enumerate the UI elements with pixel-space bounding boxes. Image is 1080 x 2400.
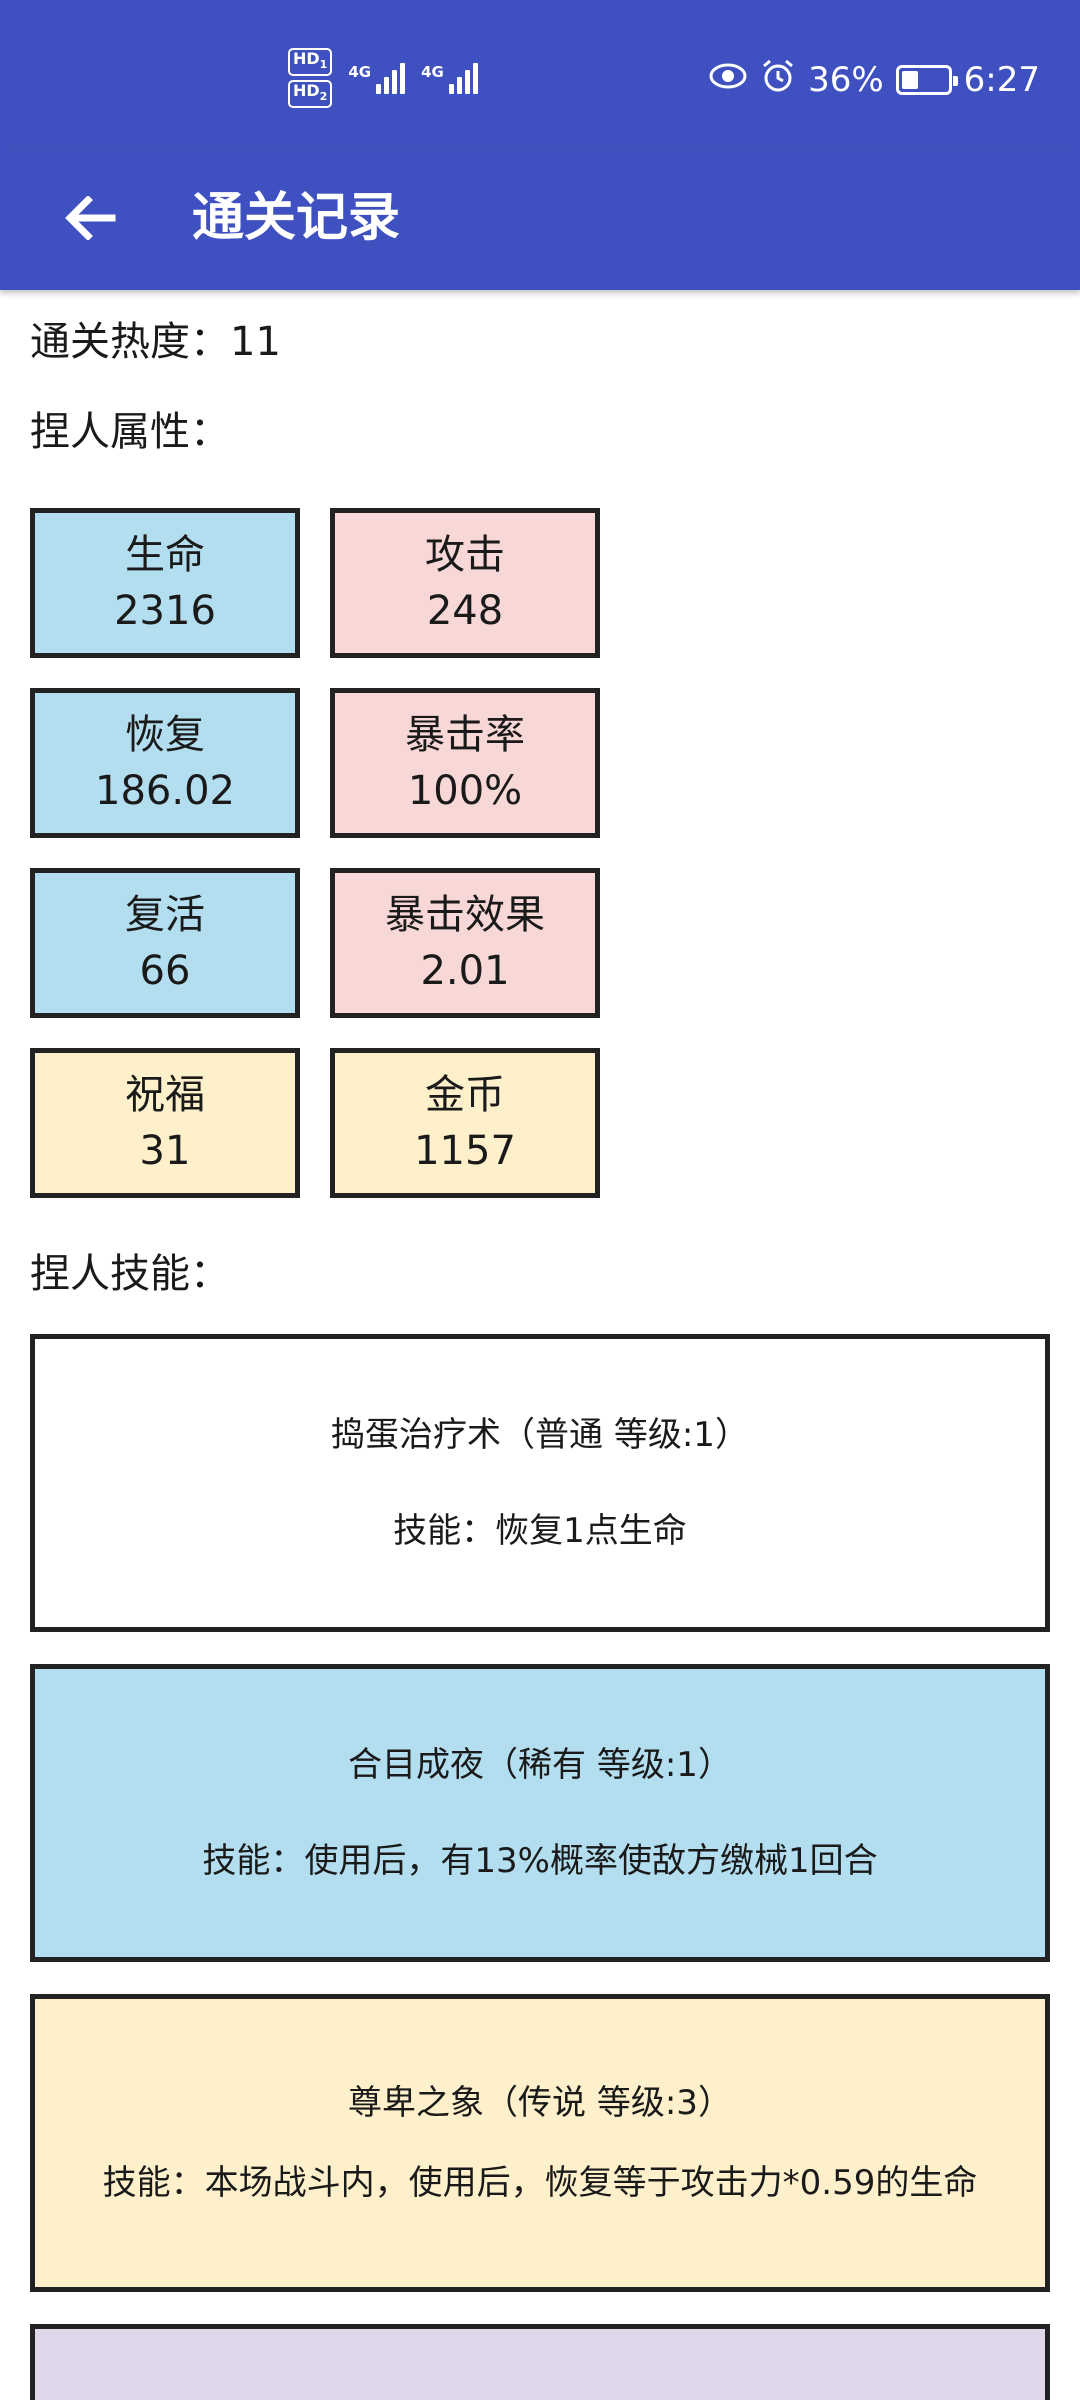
attribute-card-attack: 攻击 248 — [330, 508, 600, 658]
battery-level — [901, 71, 918, 89]
hd-badges: HD1 HD2 — [288, 47, 333, 109]
skill-description: 技能：本场战斗内，使用后，恢复等于攻击力*0.59的生命 — [102, 2163, 978, 2203]
attribute-card-revive: 复活 66 — [30, 868, 300, 1018]
signal2-icon: 4G — [421, 62, 478, 94]
eye-icon — [708, 60, 748, 100]
attribute-card-life: 生命 2316 — [30, 508, 300, 658]
attribute-value: 248 — [426, 588, 504, 634]
skill-card — [30, 2324, 1050, 2400]
skill-name: 合目成夜（稀有 等级:1） — [348, 1745, 732, 1785]
battery-icon — [895, 65, 958, 95]
attribute-value: 2316 — [114, 588, 216, 634]
attribute-name: 恢复 — [125, 712, 205, 758]
attribute-value: 186.02 — [95, 768, 235, 814]
skill-name: 尊卑之象（传说 等级:3） — [348, 2083, 732, 2123]
attribute-name: 生命 — [125, 532, 205, 578]
network-indicators: HD1 HD2 4G 4G — [288, 47, 478, 109]
skill-card: 合目成夜（稀有 等级:1） 技能：使用后，有13%概率使敌方缴械1回合 — [30, 1664, 1050, 1962]
hd1-badge: HD1 — [288, 47, 333, 76]
heat-text: 通关热度：11 — [30, 319, 281, 365]
attribute-name: 复活 — [125, 892, 205, 938]
attribute-name: 暴击率 — [405, 712, 525, 758]
back-button[interactable] — [58, 186, 122, 250]
status-bar: HD1 HD2 4G 4G 36% 6:27 — [0, 0, 1080, 150]
skills-label: 捏人技能： — [30, 1251, 230, 1297]
skill-card: 捣蛋治疗术（普通 等级:1） 技能：恢复1点生命 — [30, 1334, 1050, 1632]
page-title: 通关记录 — [192, 188, 401, 248]
skill-description: 技能：使用后，有13%概率使敌方缴械1回合 — [202, 1841, 878, 1881]
skill-name: 捣蛋治疗术（普通 等级:1） — [331, 1415, 749, 1455]
attribute-value: 2.01 — [420, 948, 510, 994]
clock: 6:27 — [963, 60, 1040, 100]
alarm-icon — [760, 58, 796, 103]
attribute-name: 金币 — [425, 1072, 505, 1118]
attribute-card-gold: 金币 1157 — [330, 1048, 600, 1198]
attribute-card-crit-rate: 暴击率 100% — [330, 688, 600, 838]
arrow-left-icon — [65, 196, 116, 240]
status-right: 36% 6:27 — [708, 52, 1040, 108]
attribute-card-recovery: 恢复 186.02 — [30, 688, 300, 838]
network2-label: 4G — [421, 62, 444, 81]
app-bar: 通关记录 — [0, 150, 1080, 290]
battery-percent: 36% — [808, 60, 884, 100]
attribute-value: 100% — [407, 768, 523, 814]
attribute-value: 66 — [139, 948, 191, 994]
hd2-badge: HD2 — [288, 80, 333, 109]
attribute-name: 暴击效果 — [385, 892, 545, 938]
attribute-name: 攻击 — [425, 532, 505, 578]
skill-description: 技能：恢复1点生命 — [393, 1511, 687, 1551]
attribute-name: 祝福 — [125, 1072, 205, 1118]
attributes-label: 捏人属性： — [30, 409, 230, 455]
network1-label: 4G — [348, 62, 372, 81]
attribute-value: 31 — [139, 1128, 191, 1174]
attribute-card-crit-effect: 暴击效果 2.01 — [330, 868, 600, 1018]
signal1-icon: 4G — [348, 62, 406, 94]
skill-card: 尊卑之象（传说 等级:3） 技能：本场战斗内，使用后，恢复等于攻击力*0.59的… — [30, 1994, 1050, 2292]
attribute-value: 1157 — [414, 1128, 516, 1174]
attribute-card-blessing: 祝福 31 — [30, 1048, 300, 1198]
